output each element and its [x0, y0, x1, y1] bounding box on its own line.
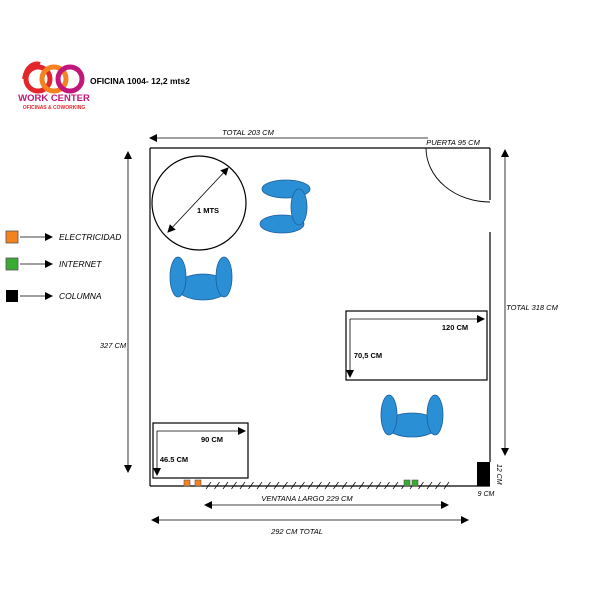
window-hatch-mark — [307, 481, 314, 490]
window-hatch-mark — [443, 481, 450, 490]
round-table-label: 1 MTS — [197, 206, 219, 215]
dimension-left: 327 CM — [100, 151, 132, 473]
dimension-total-bottom: 292 CM TOTAL — [151, 516, 469, 536]
window-hatch-mark — [367, 481, 373, 490]
window-hatch-mark — [222, 481, 229, 490]
internet-outlet-icon — [411, 479, 419, 487]
window-hatch-mark — [265, 481, 271, 490]
window-hatch-mark — [290, 481, 297, 490]
electric-swatch-icon — [5, 230, 19, 244]
window-hatch-mark — [341, 481, 348, 490]
window-hatch-mark — [239, 481, 246, 490]
window-hatch — [205, 481, 450, 490]
chair-left — [169, 256, 233, 301]
legend-item-electricidad: ELECTRICIDAD — [5, 230, 121, 244]
window-hatch-mark — [248, 481, 254, 490]
legend-item-columna: COLUMNA — [6, 290, 102, 302]
desk-bottom: 90 CM 46.5 CM — [152, 422, 249, 479]
desk-bottom-width-label: 90 CM — [201, 435, 223, 444]
dimension-window: VENTANA LARGO 229 CM — [204, 494, 449, 509]
desk-right: 120 CM 70,5 CM — [345, 310, 488, 381]
door-label: PUERTA 95 CM — [426, 138, 480, 147]
window-hatch-mark — [231, 481, 237, 490]
window-hatch-mark — [384, 481, 390, 490]
logo-mark-icon — [22, 61, 85, 94]
legend-label-columna: COLUMNA — [59, 291, 102, 301]
window-hatch-mark — [426, 481, 433, 490]
electric-outlet-icon — [183, 479, 191, 487]
window-hatch-mark — [324, 481, 331, 490]
door-swing — [425, 147, 491, 203]
window-hatch-mark — [350, 481, 356, 490]
desk-right-depth-label: 70,5 CM — [354, 351, 382, 360]
total-bottom-label: 292 CM TOTAL — [270, 527, 323, 536]
work-center-logo: WORK CENTER OFICINAS & COWORKING — [18, 61, 90, 111]
legend-label-internet: INTERNET — [59, 259, 102, 269]
dimension-right: TOTAL 318 CM — [501, 149, 559, 456]
window-label: VENTANA LARGO 229 CM — [261, 494, 353, 503]
column-width-label: 9 CM — [478, 491, 495, 498]
desk-bottom-depth-label: 46.5 CM — [160, 455, 188, 464]
chair-right — [380, 394, 444, 438]
window-hatch-mark — [418, 481, 424, 490]
window-hatch-mark — [358, 481, 365, 490]
window-hatch-mark — [435, 481, 441, 490]
electric-outlets — [183, 479, 202, 487]
window-hatch-mark — [333, 481, 339, 490]
legend-label-electricidad: ELECTRICIDAD — [59, 232, 121, 242]
window-hatch-mark — [205, 481, 212, 490]
column-block — [477, 462, 490, 486]
logo-brand: WORK CENTER — [18, 93, 90, 104]
round-table: 1 MTS — [151, 155, 247, 251]
window-hatch-mark — [392, 481, 399, 490]
window-hatch-mark — [256, 481, 263, 490]
window-hatch-mark — [282, 481, 288, 490]
dimension-total-top: TOTAL 203 CM — [149, 128, 428, 142]
logo-tagline: OFICINAS & COWORKING — [23, 105, 86, 111]
legend-item-internet: INTERNET — [5, 257, 102, 271]
room-walls — [149, 147, 491, 487]
window-hatch-mark — [316, 481, 322, 490]
column-swatch-icon — [6, 290, 18, 302]
internet-outlets — [403, 479, 419, 487]
window-hatch-mark — [375, 481, 382, 490]
internet-swatch-icon — [5, 257, 19, 271]
left-dimension-label: 327 CM — [100, 341, 127, 350]
page-title: OFICINA 1004- 12,2 mts2 — [90, 76, 190, 86]
internet-outlet-icon — [403, 479, 411, 487]
column-height-label: 12 CM — [495, 464, 502, 485]
window-hatch-mark — [299, 481, 305, 490]
legend: ELECTRICIDAD INTERNET COLUMNA — [5, 230, 121, 302]
chair-top — [259, 179, 311, 234]
window-hatch-mark — [273, 481, 280, 490]
electric-outlet-icon — [194, 479, 202, 487]
window-hatch-mark — [214, 481, 220, 490]
desk-right-width-label: 120 CM — [442, 323, 468, 332]
total-top-label: TOTAL 203 CM — [222, 128, 274, 137]
total-right-label: TOTAL 318 CM — [506, 303, 558, 312]
